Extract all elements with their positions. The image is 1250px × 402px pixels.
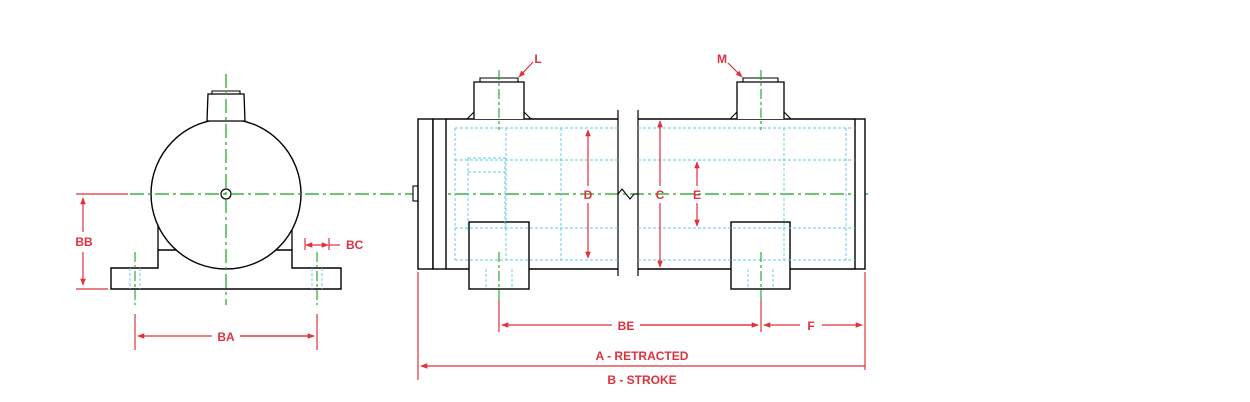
label-be: BE: [618, 319, 635, 333]
label-a-retracted: A - RETRACTED: [596, 349, 689, 363]
label-ba: BA: [217, 330, 235, 344]
side-view: [412, 70, 866, 300]
bolt-hidden-right: [311, 268, 323, 289]
l-leader: [518, 61, 534, 78]
port-block-l: [473, 81, 525, 119]
m-leader: [727, 62, 743, 78]
end-cap-right: [854, 118, 866, 270]
break-symbol: [617, 188, 638, 200]
end-flange-outer: [417, 118, 434, 270]
bolt-hidden-left: [129, 268, 141, 289]
rod-end-stub: [412, 185, 419, 202]
label-bb: BB: [75, 235, 93, 249]
dimensions: [76, 61, 866, 380]
end-view: [110, 74, 342, 305]
label-e: E: [693, 188, 701, 202]
dimension-labels: L M BB BC BA D C E BE F A - RETRACTED B …: [75, 52, 814, 387]
label-b-stroke: B - STROKE: [607, 373, 676, 387]
port-block-m: [736, 81, 785, 119]
end-flange-inner: [432, 118, 447, 270]
label-l: L: [534, 52, 541, 66]
port-boss-cap: [211, 90, 241, 94]
label-c: C: [656, 188, 665, 202]
label-d: D: [584, 188, 593, 202]
label-m: M: [717, 52, 727, 66]
hidden-lines: [454, 127, 855, 289]
label-bc: BC: [346, 238, 364, 252]
port-block-m-fillet: [729, 111, 792, 120]
label-f: F: [807, 319, 814, 333]
port-block-l-fillet: [466, 111, 532, 120]
